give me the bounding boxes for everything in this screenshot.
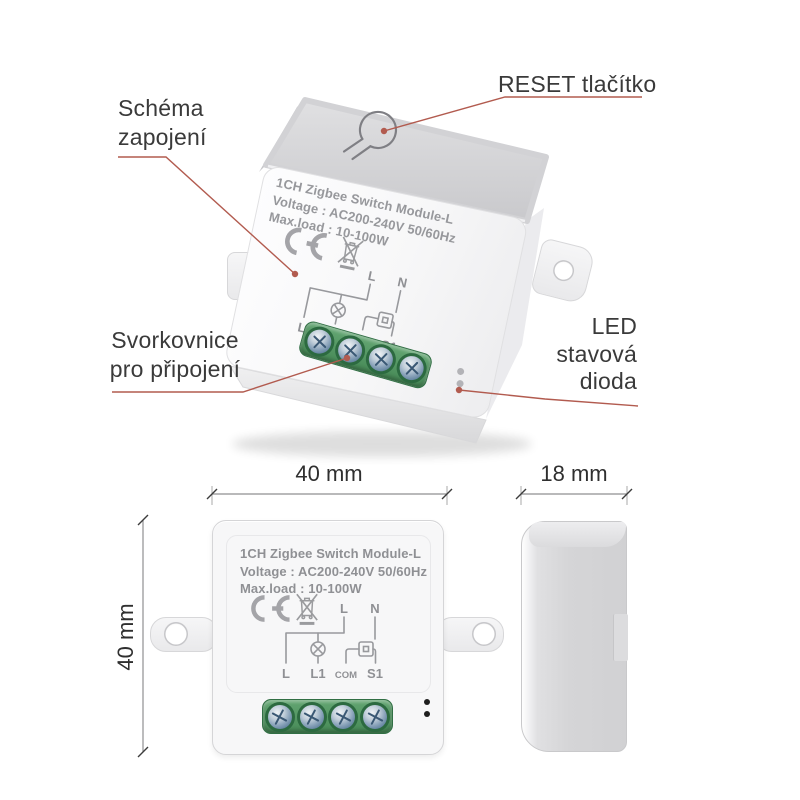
wiring-label-L: L (296, 319, 307, 335)
terminal-screw-icon (299, 704, 324, 729)
dimension-line-side-depth (515, 486, 633, 505)
led-status-dots (455, 379, 465, 388)
weee-icon (296, 593, 318, 625)
led-status-dots (424, 711, 430, 717)
dimension-front-width: 40 mm (295, 461, 363, 486)
wiring-label-S1: S1 (367, 666, 383, 681)
mounting-hole (164, 622, 188, 646)
wiring-label-L-in: L (340, 601, 348, 616)
callout-reset-label: RESET tlačítko (498, 71, 657, 97)
terminal-screw-icon (363, 704, 388, 729)
dimension-side-depth: 18 mm (540, 461, 608, 486)
module-shadow (232, 431, 532, 457)
terminal-block (262, 699, 393, 734)
callout-line-reset (383, 96, 642, 132)
module-voltage: Voltage : AC200-240V 50/60Hz (240, 563, 428, 579)
wiring-label-L: L (282, 666, 290, 681)
mounting-hole (550, 257, 577, 284)
weee-icon (337, 236, 364, 271)
terminal-screw-icon (366, 344, 396, 375)
wiring-label-L-in: L (367, 268, 378, 284)
callout-schema-label: Schéma zapojení (118, 95, 207, 150)
wiring-label-N-in: N (370, 601, 379, 616)
dimension-front-height: 40 mm (113, 603, 138, 671)
side-view-tab (613, 614, 628, 661)
module-title: 1CH Zigbee Switch Module-L (240, 546, 421, 561)
terminal-screw-icon (267, 704, 292, 729)
wiring-label-L1: L1 (310, 666, 325, 681)
module-side-view (521, 521, 628, 752)
module-3d-front-face: 1CH Zigbee Switch Module-L Voltage : AC2… (223, 164, 530, 421)
side-view-top-face (529, 522, 626, 547)
module-left-face (259, 100, 305, 172)
led-status-dots (456, 367, 465, 376)
mounting-ear-right-front (436, 617, 504, 652)
reset-keyhole-icon (342, 110, 398, 161)
wiring-label-COM: COM (335, 670, 357, 681)
led-status-dots (424, 699, 430, 705)
callout-dot-reset (380, 127, 388, 135)
wiring-label-N-in: N (396, 274, 408, 291)
mounting-ear-left-front (150, 617, 218, 652)
dimension-line-front-height (137, 514, 149, 758)
wiring-diagram: L N L L1 COM S1 (282, 601, 383, 681)
dimension-line-front-width (206, 486, 453, 505)
ce-mark-icon (251, 595, 290, 622)
terminal-screw-icon (335, 335, 365, 366)
terminal-screw-icon (304, 326, 335, 357)
callout-led-label: LED stavová dioda (556, 313, 637, 394)
module-maxload: Max.load : 10-100W (240, 581, 362, 596)
mounting-ear-right-3d (530, 237, 596, 305)
module-front-view: 1CH Zigbee Switch Module-L Voltage : AC2… (212, 520, 444, 755)
mounting-hole (472, 622, 496, 646)
module-print-label: 1CH Zigbee Switch Module-L Voltage : AC2… (240, 545, 427, 598)
label-panel (226, 535, 431, 693)
terminal-screw-icon (396, 353, 427, 383)
callout-terminal-label: Svorkovnice pro připojení (109, 327, 241, 382)
terminal-screw-icon (331, 704, 356, 729)
